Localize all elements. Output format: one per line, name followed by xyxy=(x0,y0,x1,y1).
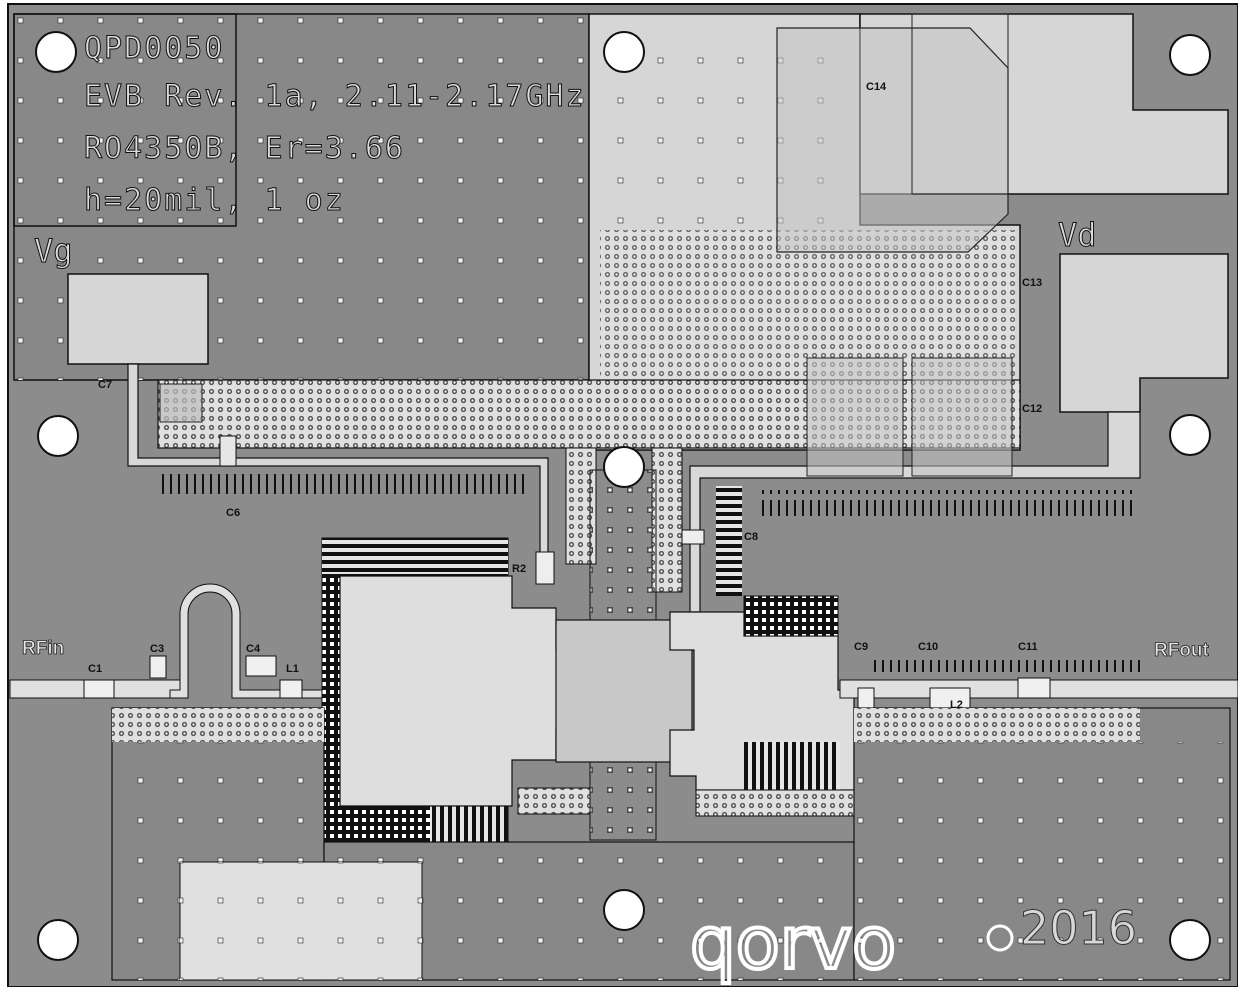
label-c8: C8 xyxy=(744,531,758,543)
silkscreen-part-number: QPD0050 xyxy=(84,31,224,66)
label-c4: C4 xyxy=(246,643,261,655)
label-c7: C7 xyxy=(98,379,112,391)
mounting-hole xyxy=(603,31,645,73)
label-c9: C9 xyxy=(854,641,868,653)
label-l2: L2 xyxy=(950,699,963,711)
via-field-bottom-right xyxy=(854,742,1230,980)
label-c14: C14 xyxy=(866,81,887,93)
label-l1: L1 xyxy=(286,663,299,675)
rf-in-label: RFin xyxy=(22,638,64,659)
c3-capacitor xyxy=(149,655,167,679)
c6-tick-row xyxy=(156,474,528,500)
c8-tick-column xyxy=(716,486,742,596)
device-footprint xyxy=(555,619,693,763)
mounting-hole xyxy=(603,889,645,931)
l1-inductor xyxy=(279,679,303,699)
via-field-pad-bottom-left xyxy=(180,862,422,980)
c8-tick-row xyxy=(760,490,1134,516)
mounting-hole xyxy=(1169,414,1211,456)
r2-resistor xyxy=(535,551,555,585)
mounting-hole xyxy=(37,919,79,961)
vd-pad xyxy=(1059,253,1229,413)
qorvo-logo: qorvo xyxy=(690,901,896,985)
label-c1: C1 xyxy=(88,663,102,675)
vd-label: Vd xyxy=(1058,216,1097,254)
output-match-black-top xyxy=(743,595,839,637)
c14-inner-outline xyxy=(911,13,1009,195)
vg-label: Vg xyxy=(34,232,73,270)
label-c11: C11 xyxy=(1018,641,1038,653)
silkscreen-material: RO4350B, Er=3.66 xyxy=(84,131,405,166)
c9-c11-tick-row xyxy=(870,650,1140,676)
via-row-bottom-left xyxy=(112,708,324,742)
mounting-hole xyxy=(603,446,645,488)
label-r2: R2 xyxy=(512,563,526,575)
label-c10: C10 xyxy=(918,641,938,653)
c11-capacitor xyxy=(1017,677,1051,699)
rf-out-label: RFout xyxy=(1154,640,1210,661)
label-c3: C3 xyxy=(150,643,164,655)
label-c6: C6 xyxy=(226,507,240,519)
copyright-year: 2016 xyxy=(1020,901,1137,955)
via-row-bottom-right xyxy=(854,708,1140,742)
registered-mark-icon xyxy=(986,924,1014,952)
output-match-stripes xyxy=(744,742,840,790)
vg-pad xyxy=(67,273,209,365)
mounting-hole xyxy=(1169,34,1211,76)
c7-capacitor xyxy=(159,383,203,423)
input-match-stripes-top xyxy=(322,538,508,574)
silkscreen-box xyxy=(13,13,237,227)
mounting-hole xyxy=(1169,919,1211,961)
c12-capacitor-a xyxy=(806,357,904,477)
label-c13: C13 xyxy=(1022,277,1042,289)
mounting-hole xyxy=(35,31,77,73)
output-via-row xyxy=(695,789,855,817)
mounting-hole xyxy=(37,415,79,457)
c6-bias-component xyxy=(219,435,237,467)
c4-capacitor xyxy=(245,655,277,677)
c8-component xyxy=(681,529,705,545)
c1-capacitor xyxy=(83,679,115,699)
c12-capacitor-b xyxy=(911,357,1013,477)
input-match-stripes-bottom xyxy=(430,806,508,842)
c14-capacitor-outline xyxy=(776,27,1009,253)
silkscreen-thickness: h=20mil, 1 oz xyxy=(84,183,345,218)
silkscreen-revision: EVB Rev. 1a, 2.11-2.17GHz xyxy=(84,79,586,114)
input-via-row xyxy=(517,787,591,815)
label-c12: C12 xyxy=(1022,403,1042,415)
